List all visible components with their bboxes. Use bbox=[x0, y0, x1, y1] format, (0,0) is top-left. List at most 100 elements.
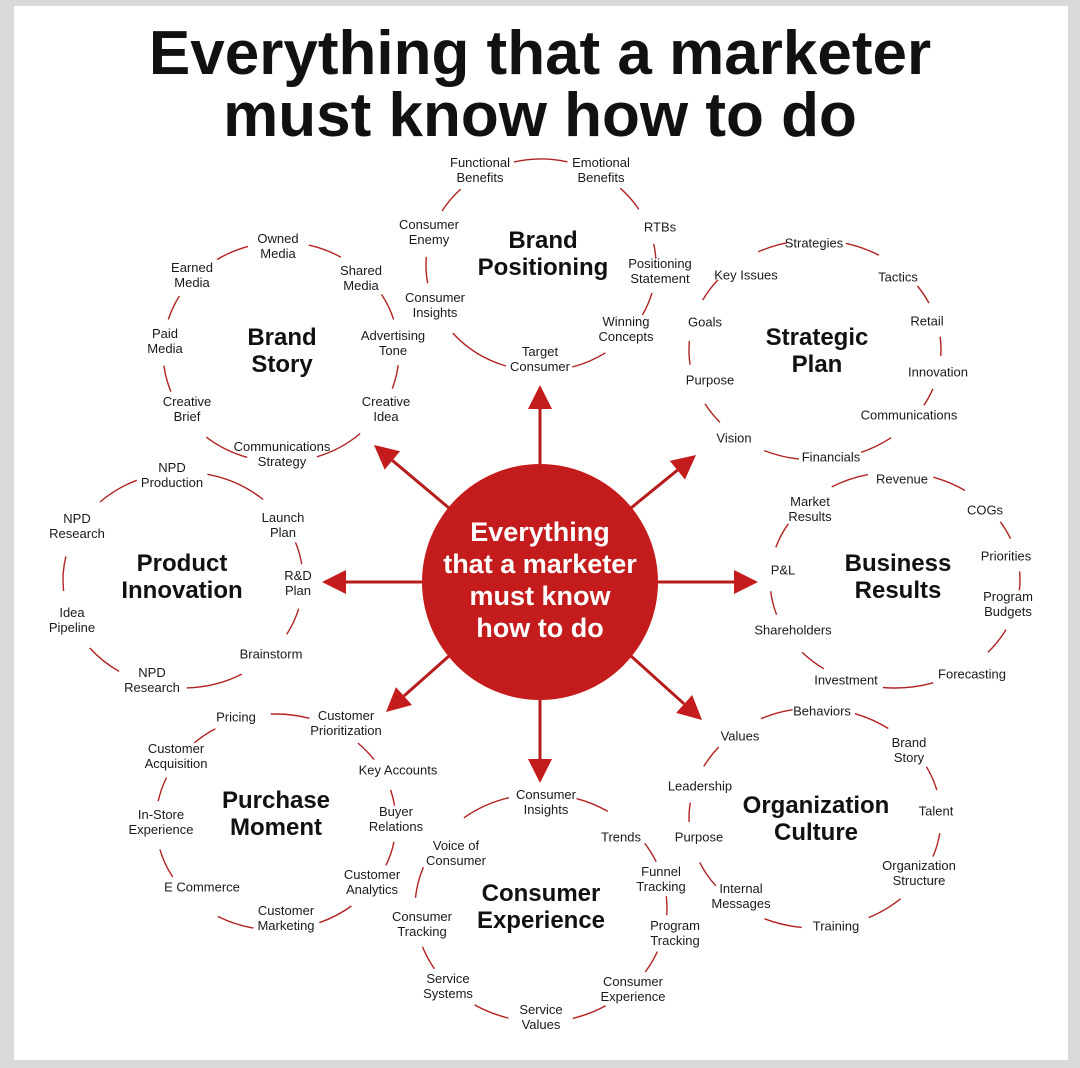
ring-arc bbox=[854, 713, 889, 730]
ring-arc bbox=[294, 542, 303, 565]
item-label-line: Program bbox=[983, 589, 1033, 604]
ring-arc bbox=[703, 746, 720, 767]
cluster-strategic-plan: StrategicPlanStrategiesTacticsRetailInno… bbox=[686, 235, 968, 464]
ring-arc bbox=[385, 841, 395, 866]
item-tactics: Tactics bbox=[878, 269, 918, 284]
item-label-line: Media bbox=[260, 246, 296, 261]
item-label-line: Creative bbox=[163, 394, 211, 409]
item-label-line: Service bbox=[519, 1002, 562, 1017]
item-label-line: Media bbox=[174, 275, 210, 290]
item-purpose: Purpose bbox=[675, 829, 723, 844]
ring-arc bbox=[916, 285, 930, 304]
ring-arc bbox=[702, 279, 719, 301]
item-label-line: Statement bbox=[630, 271, 690, 286]
ring-arc bbox=[474, 1004, 509, 1019]
cluster-ring bbox=[62, 473, 303, 689]
item-label-line: Benefits bbox=[457, 170, 504, 185]
cluster-heading-line: Culture bbox=[774, 819, 858, 846]
ring-arc bbox=[699, 862, 717, 887]
item-p-l: P&L bbox=[771, 562, 796, 577]
item-label-line: Brand bbox=[892, 735, 927, 750]
cluster-heading-line: Brand bbox=[508, 227, 577, 254]
title-line-2: must know how to do bbox=[223, 81, 857, 150]
ring-arc bbox=[644, 951, 659, 973]
item-forecasting: Forecasting bbox=[938, 666, 1006, 681]
item-label-line: Tone bbox=[379, 343, 407, 358]
ring-arc bbox=[999, 521, 1012, 540]
item-label-line: Priorities bbox=[981, 548, 1032, 563]
ring-arc bbox=[845, 242, 880, 256]
ring-arc bbox=[576, 797, 609, 813]
item-label-line: Media bbox=[147, 341, 183, 356]
ring-arc bbox=[860, 437, 892, 454]
item-label-line: Idea bbox=[373, 409, 399, 424]
ring-arc bbox=[357, 742, 375, 761]
ring-arc bbox=[463, 797, 510, 819]
item-label-line: Behaviors bbox=[793, 703, 851, 718]
ring-arc bbox=[939, 336, 942, 357]
ring-arc bbox=[414, 866, 425, 898]
ring-arc bbox=[513, 158, 568, 163]
item-label-line: Idea bbox=[59, 605, 85, 620]
item-label-line: Strategy bbox=[258, 454, 307, 469]
item-label-line: Story bbox=[894, 750, 925, 765]
item-retail: Retail bbox=[910, 313, 943, 328]
item-label-line: Results bbox=[788, 509, 832, 524]
ring-arc bbox=[216, 245, 249, 261]
item-label-line: Messages bbox=[711, 896, 771, 911]
arrow-head bbox=[322, 570, 346, 594]
item-label-line: Goals bbox=[688, 314, 722, 329]
item-label-line: NPD bbox=[138, 665, 165, 680]
item-label-line: Vision bbox=[716, 430, 751, 445]
item-label-line: Brainstorm bbox=[240, 646, 303, 661]
item-label-line: Functional bbox=[450, 155, 510, 170]
item-behaviors: Behaviors bbox=[793, 703, 851, 718]
item-priorities: Priorities bbox=[981, 548, 1032, 563]
item-label-line: Investment bbox=[814, 672, 878, 687]
cluster-organization-culture: OrganizationCultureBehaviorsBrandStoryTa… bbox=[668, 703, 956, 933]
cluster-heading-line: Positioning bbox=[478, 254, 609, 281]
ring-arc bbox=[704, 403, 721, 423]
ring-arc bbox=[193, 728, 216, 744]
item-label-line: Consumer bbox=[603, 974, 664, 989]
item-trends: Trends bbox=[601, 829, 641, 844]
ring-arc bbox=[760, 709, 793, 720]
item-label-line: Revenue bbox=[876, 471, 928, 486]
item-label-line: R&D bbox=[284, 568, 311, 583]
ring-arc bbox=[770, 591, 778, 615]
item-revenue: Revenue bbox=[876, 471, 928, 486]
item-e-commerce: E Commerce bbox=[164, 879, 240, 894]
item-financials: Financials bbox=[802, 449, 861, 464]
item-label-line: Insights bbox=[524, 802, 569, 817]
item-label-line: Relations bbox=[369, 819, 424, 834]
arrow-head bbox=[669, 455, 696, 480]
item-label-line: Buyer bbox=[379, 804, 414, 819]
ring-arc bbox=[421, 946, 435, 970]
ring-arc bbox=[925, 766, 938, 791]
item-key-accounts: Key Accounts bbox=[359, 762, 438, 777]
ring-arc bbox=[923, 388, 934, 406]
item-label-line: Pricing bbox=[216, 709, 256, 724]
cluster-heading-line: Organization bbox=[743, 792, 890, 819]
item-label-line: Marketing bbox=[257, 918, 314, 933]
item-label-line: Market bbox=[790, 494, 830, 509]
